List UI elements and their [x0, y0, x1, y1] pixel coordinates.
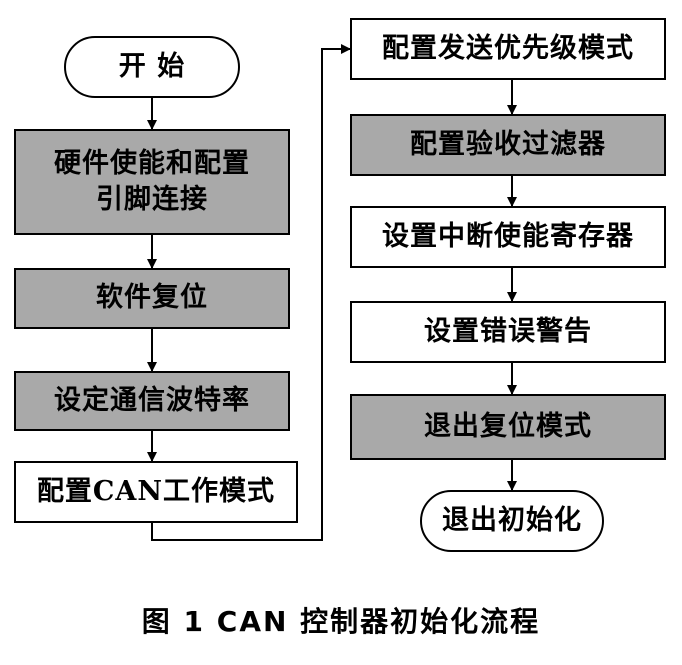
step-hardware-enable: 硬件使能和配置 引脚连接 — [14, 129, 290, 235]
step-exit-reset-mode: 退出复位模式 — [350, 394, 666, 460]
step-interrupt-enable: 设置中断使能寄存器 — [350, 206, 666, 268]
step-set-baud-rate: 设定通信波特率 — [14, 371, 290, 431]
arrow-mode-to-prio — [151, 44, 351, 541]
step-acceptance-filter: 配置验收过滤器 — [350, 114, 666, 176]
end-terminal: 退出初始化 — [420, 490, 604, 552]
step-send-priority: 配置发送优先级模式 — [350, 18, 666, 80]
step-error-warning: 设置错误警告 — [350, 301, 666, 363]
step-software-reset: 软件复位 — [14, 268, 290, 329]
step-can-mode: 配置CAN工作模式 — [14, 461, 298, 523]
figure-caption: 图 1 CAN 控制器初始化流程 — [141, 605, 541, 638]
start-terminal: 开 始 — [64, 36, 240, 98]
